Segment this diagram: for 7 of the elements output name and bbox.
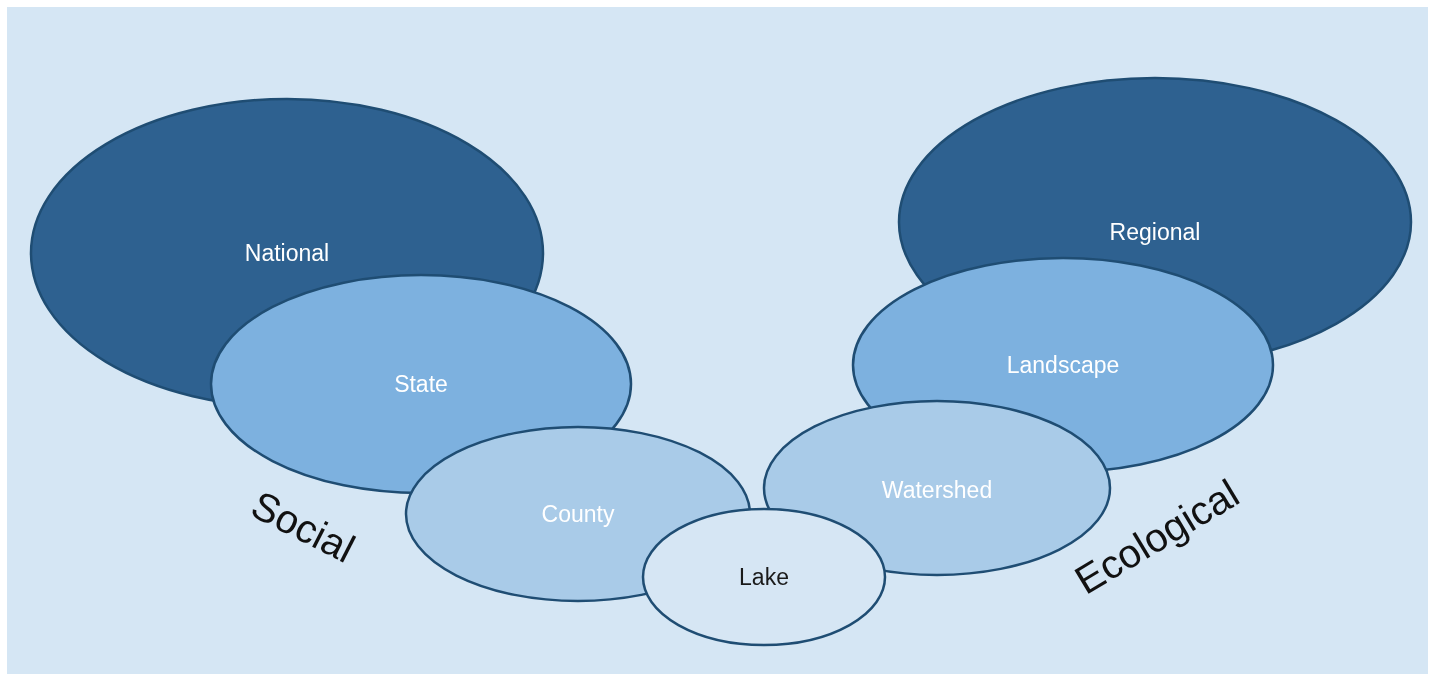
node-label: Landscape bbox=[1006, 351, 1120, 379]
node-label: National bbox=[244, 239, 330, 267]
node-label: County bbox=[541, 500, 615, 528]
node-label: Watershed bbox=[881, 476, 993, 504]
node-label: Lake bbox=[739, 563, 789, 591]
node-label: State bbox=[394, 370, 448, 398]
node-label: Regional bbox=[1109, 218, 1201, 246]
